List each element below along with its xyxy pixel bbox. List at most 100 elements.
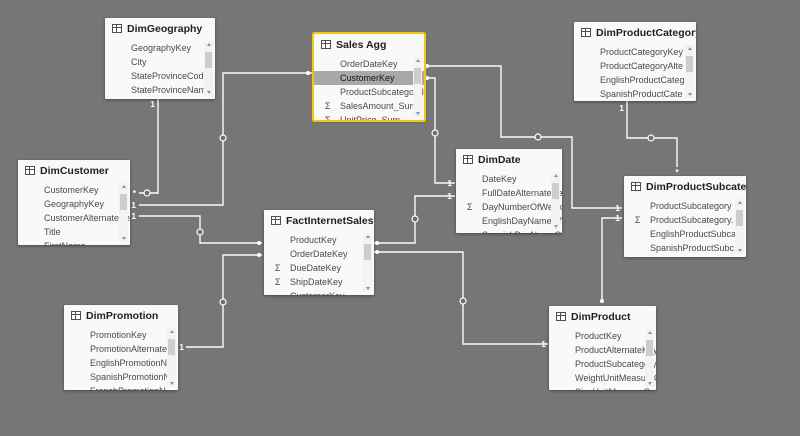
table-dimproductsubcategor[interactable]: DimProductSubcategorProductSubcategoryΣP…: [624, 176, 746, 258]
scroll-up-icon[interactable]: [553, 174, 558, 177]
relationship-dimpromotion-factinternetsales[interactable]: 1: [179, 253, 262, 352]
field-row[interactable]: StateProvinceCode: [105, 69, 215, 83]
relationship-factinternetsales-dimproduct[interactable]: 1: [374, 250, 548, 349]
field-row[interactable]: CountryRegionCod: [105, 97, 215, 100]
scroll-down-icon[interactable]: [553, 225, 558, 228]
relationship-dimproduct-dimproductsubcategor[interactable]: 1: [600, 213, 622, 303]
scroll-up-icon[interactable]: [415, 59, 420, 62]
field-row[interactable]: WeightUnitMeasureC: [549, 371, 656, 385]
field-row[interactable]: SpanishProductSubc: [624, 241, 746, 255]
scroll-up-icon[interactable]: [647, 331, 652, 334]
scroll-down-icon[interactable]: [737, 249, 742, 252]
relationship-line[interactable]: [424, 77, 455, 184]
scrollbar[interactable]: [735, 199, 744, 254]
relationship-line[interactable]: [374, 251, 548, 345]
field-row[interactable]: FirstName: [18, 239, 130, 246]
field-row[interactable]: CustomerKey: [314, 71, 424, 85]
field-row[interactable]: SpanishProductCate: [574, 87, 696, 101]
scroll-down-icon[interactable]: [206, 91, 211, 94]
field-row[interactable]: ProductCategoryKey: [574, 45, 696, 59]
field-row[interactable]: OrderDateKey: [314, 57, 424, 71]
field-row[interactable]: StateProvinceName: [105, 83, 215, 97]
table-header[interactable]: DimProduct: [549, 306, 656, 327]
field-row[interactable]: ProductCategoryAlte: [574, 59, 696, 73]
relationship-dimproductcategory-dimproductsubcategor[interactable]: 1*: [619, 101, 679, 177]
field-row[interactable]: PromotionKey: [64, 328, 178, 342]
scroll-down-icon[interactable]: [365, 287, 370, 290]
relationship-line[interactable]: [626, 101, 678, 167]
field-row[interactable]: SpanishPromotionNa: [64, 370, 178, 384]
field-row[interactable]: PromotionAlternateK: [64, 342, 178, 356]
field-row[interactable]: EnglishProductCateg: [574, 73, 696, 87]
field-row[interactable]: SizeUnitMeasureCo: [549, 385, 656, 391]
table-header[interactable]: FactInternetSales: [264, 210, 374, 231]
scrollbar[interactable]: [363, 233, 372, 292]
scroll-down-icon[interactable]: [415, 112, 420, 115]
scrollbar-thumb[interactable]: [120, 194, 127, 210]
relationship-line[interactable]: [139, 99, 159, 194]
relationship-dimcustomer-factinternetsales[interactable]: 1: [131, 211, 262, 245]
field-row[interactable]: FrenchProductSubc: [624, 255, 746, 258]
scrollbar-thumb[interactable]: [686, 56, 693, 72]
relationship-dimcustomer-dimgeography[interactable]: *1: [133, 99, 159, 198]
field-row[interactable]: GeographyKey: [105, 41, 215, 55]
relationship-sales-agg-dimdate[interactable]: 1: [424, 76, 455, 188]
relationship-factinternetsales-dimdate[interactable]: 1: [374, 191, 455, 245]
scrollbar-thumb[interactable]: [168, 339, 175, 355]
scrollbar[interactable]: [551, 172, 560, 230]
scroll-down-icon[interactable]: [169, 382, 174, 385]
scroll-down-icon[interactable]: [647, 382, 652, 385]
scroll-down-icon[interactable]: [687, 93, 692, 96]
table-header[interactable]: DimDate: [456, 149, 562, 170]
scrollbar-thumb[interactable]: [205, 52, 212, 68]
field-row[interactable]: OrderDateKey: [264, 247, 374, 261]
scrollbar[interactable]: [119, 183, 128, 242]
field-row[interactable]: FullDateAlternateKey: [456, 186, 562, 200]
table-header[interactable]: DimProductSubcategor: [624, 176, 746, 197]
field-row[interactable]: EnglishDayNameOfV: [456, 214, 562, 228]
scrollbar-thumb[interactable]: [364, 244, 371, 260]
scroll-up-icon[interactable]: [206, 43, 211, 46]
scroll-up-icon[interactable]: [687, 47, 692, 50]
scrollbar[interactable]: [413, 57, 422, 117]
field-row[interactable]: ProductSubcategory: [549, 357, 656, 371]
scroll-down-icon[interactable]: [121, 237, 126, 240]
field-row[interactable]: ProductSubcategory: [624, 199, 746, 213]
field-row[interactable]: SpanishDayNameOf: [456, 228, 562, 234]
field-row[interactable]: ProductKey: [549, 329, 656, 343]
relationship-dimcustomer-sales-agg[interactable]: 1: [131, 71, 312, 210]
scrollbar-thumb[interactable]: [552, 183, 559, 199]
field-row[interactable]: EnglishPromotionNa: [64, 356, 178, 370]
table-header[interactable]: DimCustomer: [18, 160, 130, 181]
field-row[interactable]: Title: [18, 225, 130, 239]
scroll-up-icon[interactable]: [737, 201, 742, 204]
scroll-up-icon[interactable]: [121, 185, 126, 188]
relationship-sales-agg-dimproductsubcategor[interactable]: 1: [424, 64, 622, 213]
scrollbar-thumb[interactable]: [736, 210, 743, 226]
scrollbar[interactable]: [685, 45, 694, 98]
field-row[interactable]: ProductSubcategoryI: [314, 85, 424, 99]
scrollbar[interactable]: [167, 328, 176, 387]
field-row[interactable]: CustomerKey: [264, 289, 374, 296]
scrollbar[interactable]: [204, 41, 213, 96]
scrollbar-thumb[interactable]: [646, 340, 653, 356]
table-header[interactable]: Sales Agg: [314, 34, 424, 55]
scrollbar-thumb[interactable]: [414, 68, 421, 84]
scroll-up-icon[interactable]: [365, 235, 370, 238]
field-row[interactable]: EnglishProductSubca: [624, 227, 746, 241]
scrollbar[interactable]: [645, 329, 654, 387]
field-row[interactable]: FrenchPromotionN: [64, 384, 178, 391]
field-row[interactable]: ProductAlternateKey: [549, 343, 656, 357]
scroll-up-icon[interactable]: [169, 330, 174, 333]
